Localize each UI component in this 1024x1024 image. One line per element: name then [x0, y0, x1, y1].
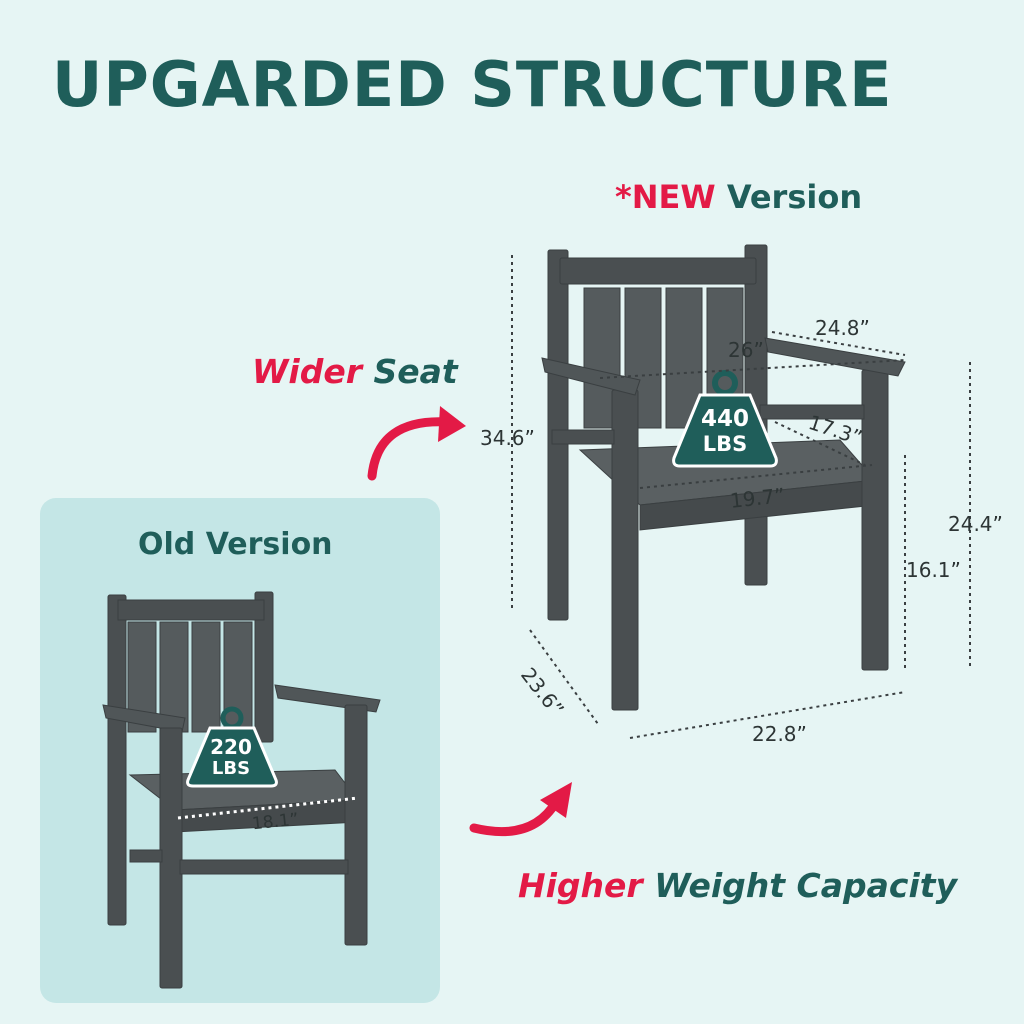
- new-chair-front-leg-left: [611, 389, 639, 711]
- new-chair-front-leg-right: [861, 369, 889, 671]
- dim-line-arm-width: [771, 331, 906, 356]
- dim-line-width: [629, 691, 906, 739]
- new-chair-top-rail: [559, 257, 757, 285]
- old-dimension-lines: [177, 796, 359, 820]
- old-chair-back-leg-right: [254, 591, 274, 743]
- dim-line-old-seat-width: [177, 796, 359, 820]
- new-capacity-unit: LBS: [702, 432, 748, 456]
- old-chair-image: [102, 591, 381, 989]
- page-title: UPGARDED STRUCTURE: [52, 48, 893, 121]
- new-version-label: *NEW Version: [615, 178, 862, 216]
- dim-line-seat-depth: [774, 421, 866, 466]
- old-chair-front-leg-left: [159, 727, 183, 989]
- wider-seat-rest: Seat: [362, 352, 458, 391]
- wider-seat-arrow-icon: [367, 406, 466, 481]
- wider-seat-callout: Wider Seat: [252, 352, 458, 391]
- new-capacity-value: 440: [700, 406, 749, 432]
- old-version-title: Old Version: [138, 527, 333, 562]
- dim-label-total-height: 34.6”: [480, 426, 535, 450]
- old-chair-top-rail: [117, 599, 265, 621]
- dimension-lines: [511, 255, 971, 739]
- old-chair-slat: [159, 621, 189, 733]
- new-version-prefix: *NEW: [615, 178, 716, 216]
- dim-line-depth: [529, 629, 599, 725]
- new-chair-weight-badge: [672, 370, 778, 468]
- old-chair-stretcher: [179, 859, 349, 875]
- dim-label-arm-height: 24.4”: [948, 512, 1003, 536]
- new-capacity-badge-text: 440 LBS: [690, 408, 760, 455]
- old-chair-stretcher: [129, 849, 163, 863]
- dim-label-arm-width: 24.8”: [815, 316, 870, 340]
- higher-capacity-callout: Higher Weight Capacity: [518, 866, 957, 905]
- old-chair-front-leg-right: [344, 704, 368, 946]
- dim-label-seat-height: 16.1”: [906, 558, 961, 582]
- old-chair-slat: [191, 621, 221, 733]
- higher-capacity-arrow-icon: [469, 782, 572, 837]
- new-version-suffix: Version: [715, 178, 863, 216]
- old-capacity-badge-text: 220 LBS: [198, 737, 264, 778]
- new-chair-armrest-left: [541, 357, 641, 396]
- wider-seat-highlight: Wider: [252, 352, 362, 391]
- new-chair-armrest-right: [764, 337, 906, 377]
- dim-line-seat-width-diag: [599, 359, 906, 379]
- new-chair-side-rail: [759, 404, 865, 420]
- dim-label-seat-width-diag: 26”: [728, 338, 764, 362]
- new-chair-image: [541, 244, 906, 711]
- old-chair-weight-badge: [186, 706, 278, 788]
- old-capacity-unit: LBS: [211, 758, 251, 779]
- old-chair-back-leg-left: [107, 594, 127, 926]
- new-chair-side-rail: [551, 429, 615, 445]
- dim-label-width: 22.8”: [752, 722, 807, 746]
- old-capacity-value: 220: [210, 735, 252, 759]
- higher-capacity-highlight: Higher: [518, 866, 643, 905]
- higher-capacity-rest: Weight Capacity: [642, 866, 958, 905]
